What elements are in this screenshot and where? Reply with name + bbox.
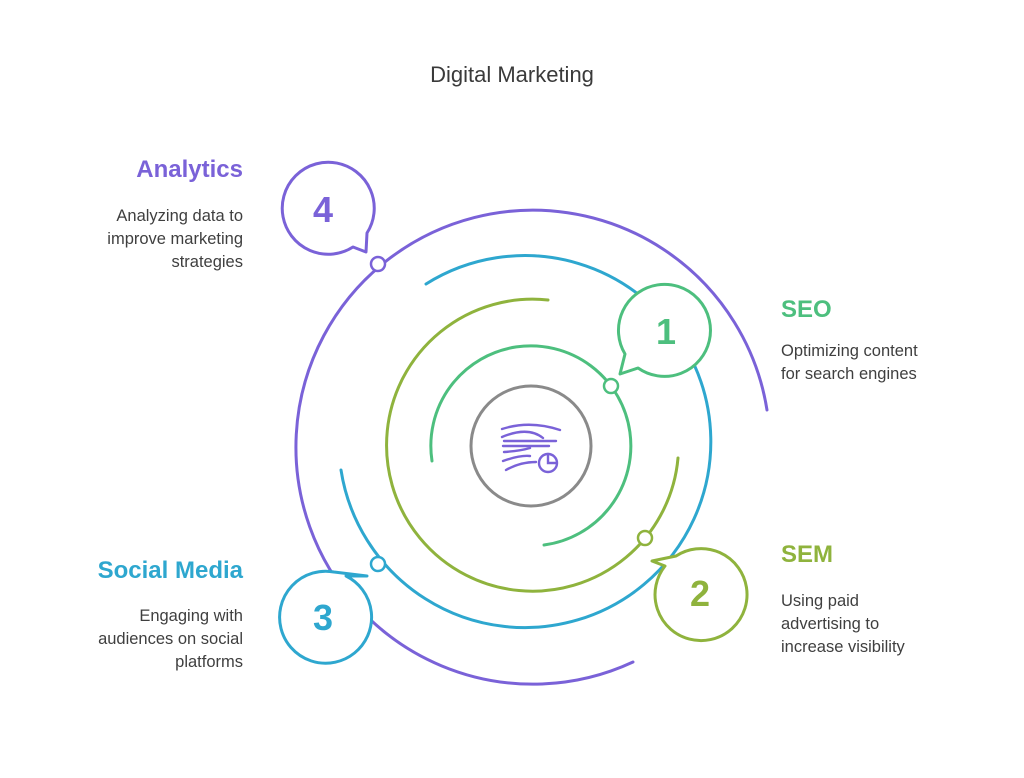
step-number-4: 4: [313, 189, 333, 230]
connector-dot-1: [602, 377, 620, 395]
step-desc-social-media: Engaging with audiences on social platfo…: [98, 607, 243, 671]
step-marker-2: [650, 547, 749, 643]
step-number-2: 2: [690, 573, 710, 614]
step-desc-seo: Optimizing content for search engines: [781, 342, 918, 383]
ring-seo: [429, 344, 633, 547]
ring-sem: [385, 297, 680, 593]
step-marker-3: [278, 569, 374, 665]
connector-dot-3: [369, 555, 387, 573]
step-marker-1: [617, 282, 712, 378]
connector-dot-4: [369, 255, 387, 273]
ring-analytics: [294, 208, 769, 686]
step-heading-seo: SEO: [781, 296, 832, 323]
marketing-funnel-chart-icon: [500, 423, 562, 474]
step-desc-analytics: Analyzing data to improve marketing stra…: [107, 207, 243, 271]
ring-social: [339, 254, 713, 630]
step-number-3: 3: [313, 597, 333, 638]
step-heading-sem: SEM: [781, 541, 834, 568]
connector-dot-2: [636, 529, 654, 547]
step-desc-sem: Using paid advertising to increase visib…: [781, 592, 905, 656]
step-number-1: 1: [656, 311, 676, 352]
step-heading-social-media: Social Media: [97, 557, 243, 584]
page-title: Digital Marketing: [430, 62, 594, 87]
step-marker-4: [280, 160, 376, 256]
step-heading-analytics: Analytics: [136, 156, 243, 183]
